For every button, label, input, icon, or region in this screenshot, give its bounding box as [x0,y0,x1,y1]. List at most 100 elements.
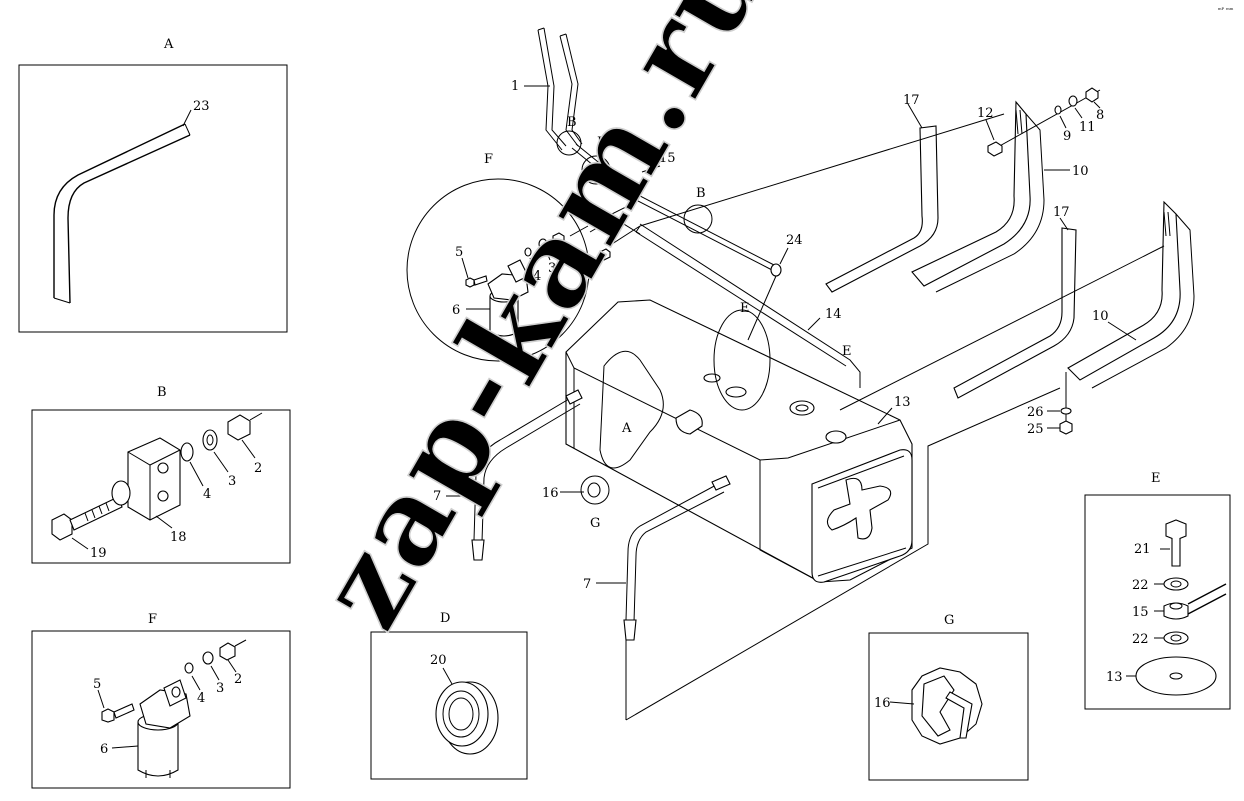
label-13: 13 [894,395,911,410]
label-10b: 10 [1092,309,1109,324]
plate-13 [1135,656,1217,696]
lock-washer-4 [180,442,194,462]
label-19: 19 [90,546,107,561]
label-5: 5 [93,677,101,692]
ref-a: A [621,421,632,436]
label-6f: 6 [100,742,108,757]
label-16: 16 [542,486,559,501]
vent-tube-1 [537,27,583,151]
label-14: 14 [825,307,842,322]
label-2f: 2 [234,672,242,687]
bolt-5 [101,703,135,723]
label-16g: 16 [874,696,891,711]
label-7a: 7 [433,489,441,504]
label-11: 11 [1079,120,1096,135]
sender-16 [911,667,983,745]
ref-d: D [597,135,607,150]
label-17a: 17 [903,93,920,108]
view-d-frame [370,631,528,780]
washer-3 [202,429,218,451]
nut-2 [227,414,251,441]
detail-view-f: F 5 2 4 3 6 [31,612,291,789]
block-18 [111,437,181,521]
label-3c: 3 [548,261,556,276]
ref-e2: E [842,344,852,359]
bracket-10a [911,100,1045,293]
label-15e: 15 [1132,605,1149,620]
fuel-line-bend-23 [53,123,191,304]
view-f-title: F [148,612,157,627]
detail-view-g: G 16 [868,613,1029,781]
label-8: 8 [1096,108,1104,123]
pipe-7b [623,475,731,641]
label-6c: 6 [452,303,460,318]
view-g-title: G [944,613,954,628]
circle-f-title: F [484,152,493,167]
detail-view-b: B 4 3 2 18 19 [31,385,291,564]
ref-e1: E [740,301,750,316]
washer-22a [1163,577,1189,591]
label-22b: 22 [1132,632,1149,647]
ref-b2: B [696,186,706,201]
spacer-15 [1163,602,1189,620]
washer-3b [202,651,214,665]
view-e-title: E [1151,471,1161,486]
view-a-frame [18,64,288,333]
washer-22b [1163,631,1189,645]
grommet-20 [435,681,499,755]
detail-view-e: E 21 22 15 22 13 [1084,471,1231,710]
fuel-tank-13 [565,299,913,583]
ref-b1: B [567,115,577,130]
bracket-17a [825,125,939,293]
bolt-21 [1165,519,1187,541]
label-12: 12 [977,106,994,121]
fuel-filter-6 [137,679,191,778]
corner-mark: ᵐᴾ ᵐᵐ [1218,7,1234,14]
detail-view-a: A 23 [18,37,288,333]
bracket-17b [953,227,1077,399]
label-7b: 7 [583,577,591,592]
label-24: 24 [786,233,803,248]
label-4: 4 [203,487,211,502]
view-f-frame [31,630,291,789]
label-3: 3 [228,474,236,489]
label-20: 20 [430,653,447,668]
bolt-19 [51,496,123,541]
label-23: 23 [193,99,210,114]
view-g-frame [868,632,1029,781]
view-a-title: A [163,37,174,52]
main-assembly: 1 B D B 15 24 14 E [433,27,1195,721]
view-e-frame [1084,494,1231,710]
label-15: 15 [659,151,676,166]
view-b-frame [31,409,291,564]
label-3f: 3 [216,681,224,696]
bracket-10b [1067,200,1195,389]
detail-view-d: D 20 [370,611,528,780]
label-17b: 17 [1053,205,1070,220]
label-25: 25 [1027,422,1044,437]
lock-washer-4b [184,662,194,674]
label-4f: 4 [197,691,205,706]
watermark: zap-kam.ru [290,0,794,650]
fuel-filter-6c [487,259,529,337]
label-2: 2 [254,461,262,476]
view-b-title: B [157,385,167,400]
circle-f-frame [406,178,590,362]
label-18: 18 [170,530,187,545]
detail-circle-f: F 5 4 3 2 6 [406,152,641,362]
pipe-7a [471,389,583,561]
view-d-title: D [440,611,450,626]
label-9: 9 [1063,129,1071,144]
label-10a: 10 [1072,164,1089,179]
label-21: 21 [1134,542,1151,557]
label-2c: 2 [563,253,571,268]
label-13e: 13 [1106,670,1123,685]
label-4c: 4 [533,269,541,284]
ref-g: G [590,516,600,531]
label-1: 1 [511,79,519,94]
nut-2b [219,642,236,661]
label-26: 26 [1027,405,1044,420]
label-22a: 22 [1132,578,1149,593]
label-5c: 5 [455,245,463,260]
